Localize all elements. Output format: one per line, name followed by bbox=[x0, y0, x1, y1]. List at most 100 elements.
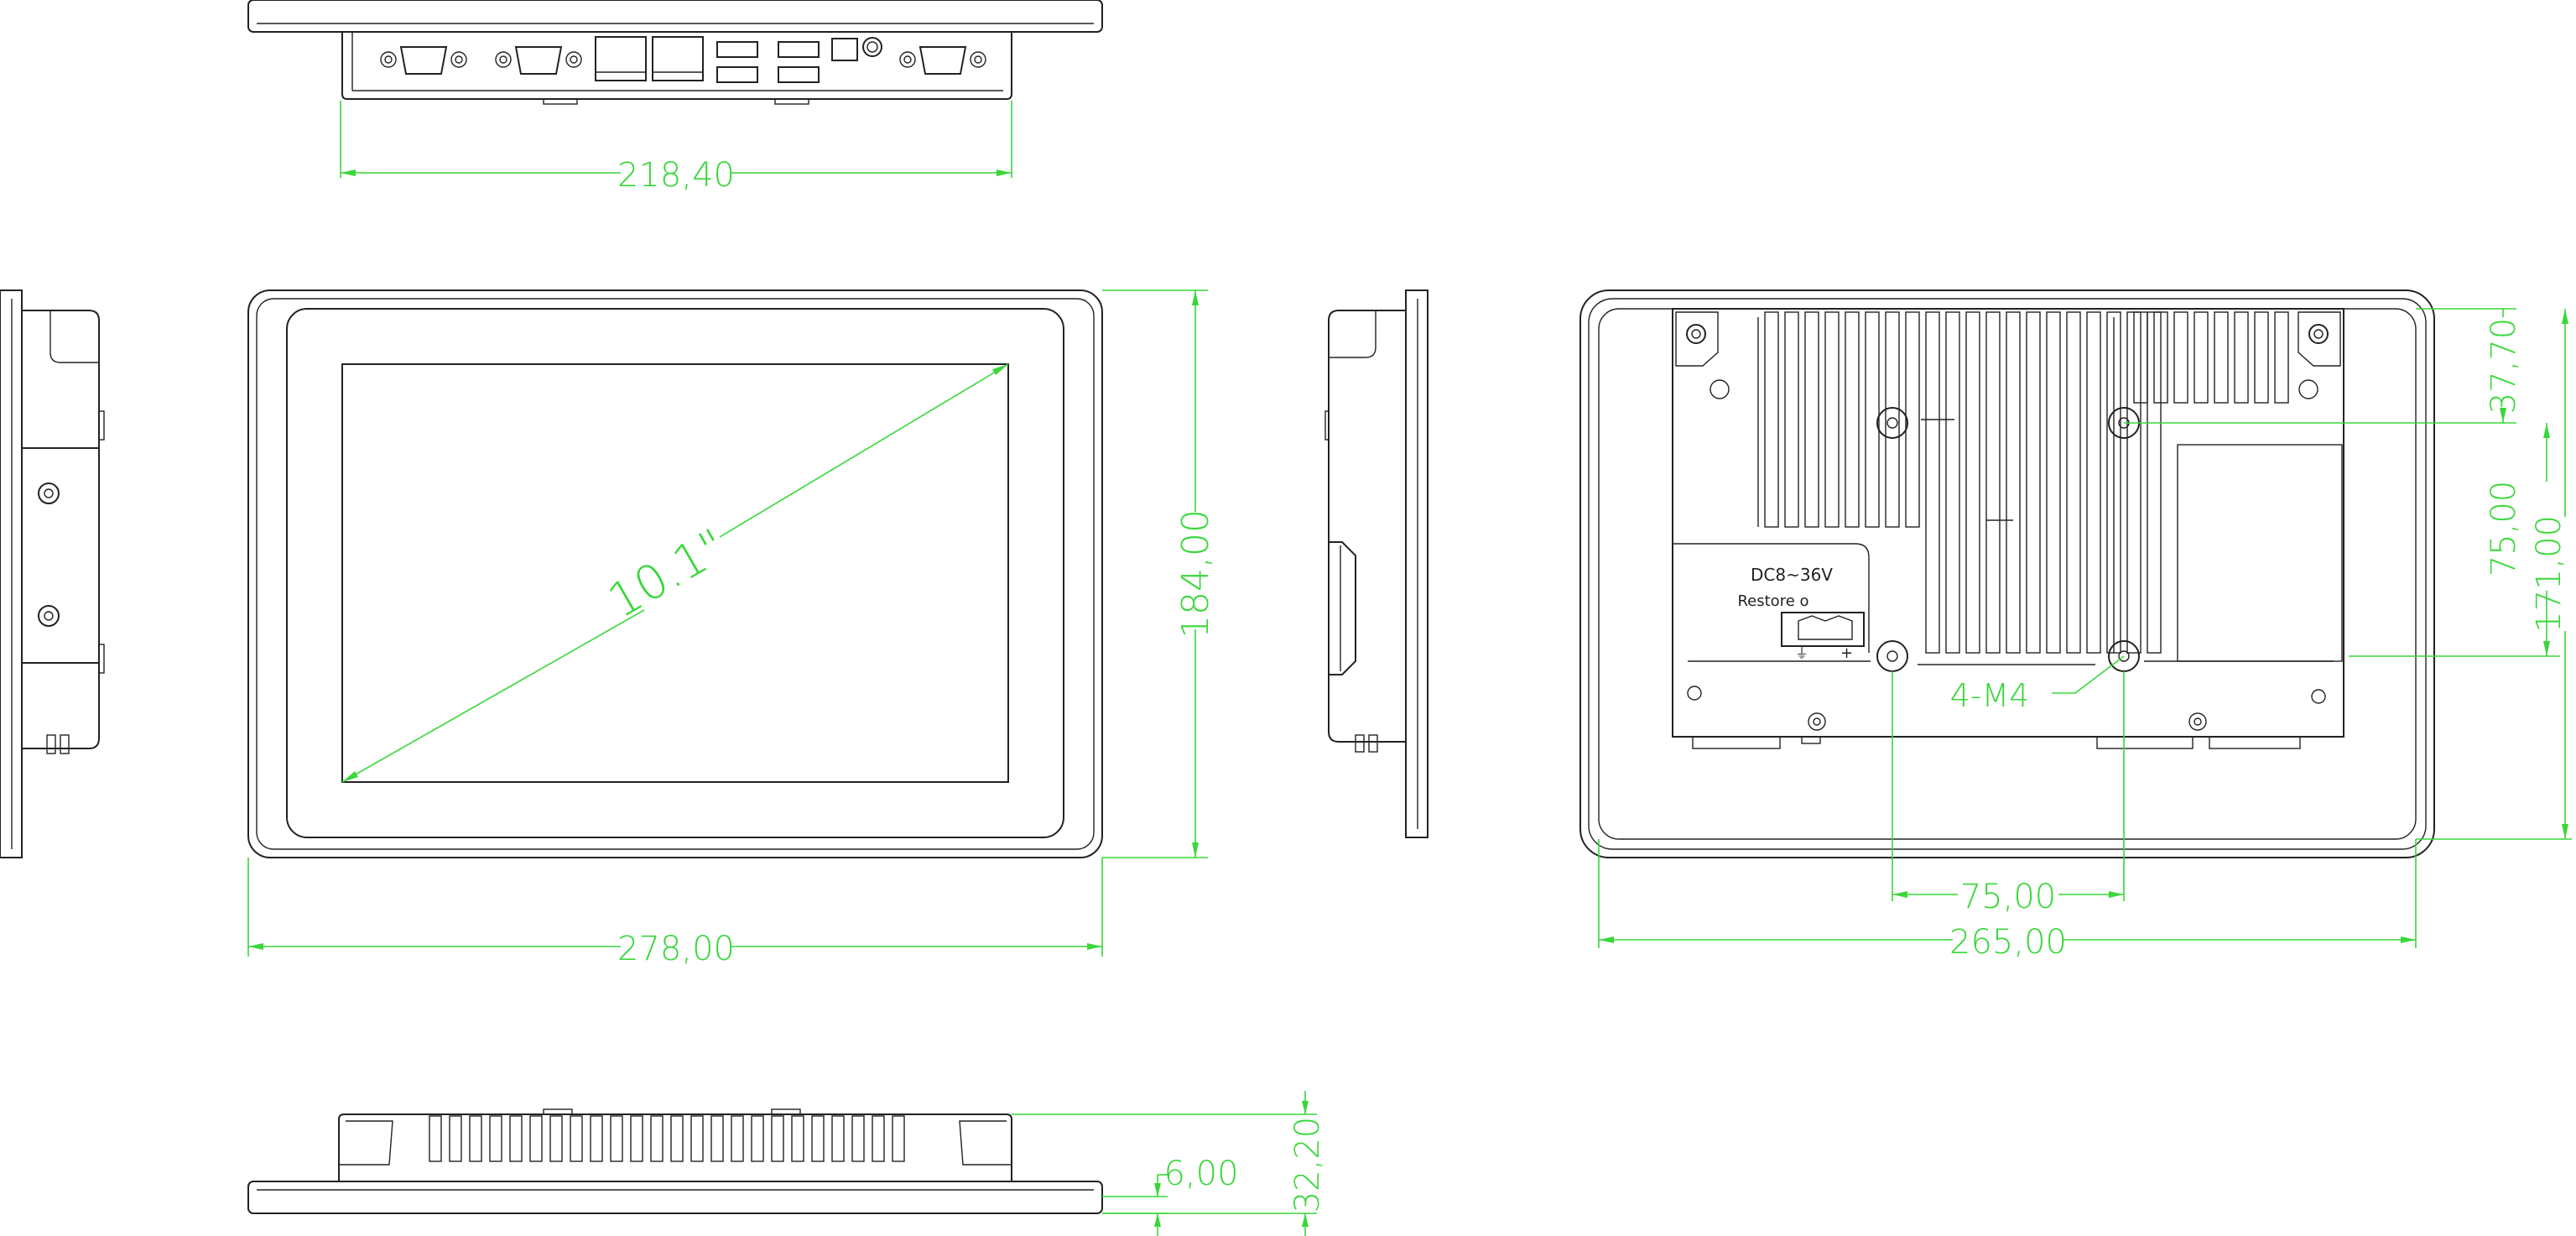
bottom-fin bbox=[449, 1115, 462, 1162]
dim-front-width: 278,00 bbox=[247, 858, 1103, 968]
corner-screws bbox=[1675, 311, 2341, 399]
bottom-fin bbox=[811, 1115, 825, 1162]
heatsink-fin bbox=[2066, 311, 2081, 654]
heatsink-fin bbox=[2173, 311, 2188, 404]
bottom-fin bbox=[650, 1115, 664, 1162]
bottom-fin bbox=[751, 1115, 764, 1162]
dim-rear-height: 171,00 bbox=[2416, 309, 2572, 840]
heatsink-fin bbox=[2254, 311, 2269, 404]
ethernet-port-1 bbox=[595, 36, 647, 81]
ethernet-port-2 bbox=[652, 36, 704, 81]
heatsink-fin bbox=[1804, 311, 1819, 528]
bottom-fin bbox=[690, 1115, 704, 1162]
bottom-fin bbox=[851, 1115, 865, 1162]
heatsink-fin bbox=[1764, 311, 1779, 528]
bottom-fin bbox=[731, 1115, 744, 1162]
dim-rear-vertical-spacing: 75,00 bbox=[2349, 423, 2560, 657]
bottom-fin bbox=[610, 1115, 623, 1162]
heatsink-fin bbox=[1985, 311, 2001, 654]
heatsink-fin bbox=[2214, 311, 2229, 404]
heatsink-fin bbox=[2194, 311, 2209, 404]
heatsink-fin bbox=[2006, 311, 2021, 654]
bottom-connector-strip bbox=[1672, 660, 2344, 749]
mount-hole-label: 4-M4 bbox=[1950, 677, 2030, 714]
usb-ports bbox=[716, 41, 820, 83]
power-terminal-area: DC8~36V Restore o ⏚ + bbox=[1673, 543, 1870, 662]
dim-diagonal: 10.1" bbox=[341, 363, 1009, 783]
heatsink-fins bbox=[1764, 311, 2289, 654]
dim-label-diagonal: 10.1" bbox=[599, 519, 736, 629]
dim-front-height: 184,00 bbox=[1102, 289, 1217, 858]
dim-bezel-thickness: 6,00 bbox=[1102, 1155, 1239, 1236]
heatsink-fin bbox=[2274, 311, 2289, 404]
bottom-fin bbox=[529, 1115, 543, 1162]
dim-label-rear-upper-offset: 37,70 bbox=[2485, 318, 2523, 415]
heatsink-fin bbox=[1865, 311, 1880, 528]
serial-port-3 bbox=[899, 46, 986, 75]
top-view: 218,40 bbox=[247, 0, 1103, 195]
rear-view: DC8~36V Restore o ⏚ + 4-M4 bbox=[1579, 289, 2572, 962]
switch bbox=[831, 38, 858, 61]
bottom-fin bbox=[710, 1115, 724, 1162]
dim-label-rear-hole-spacing: 75,00 bbox=[1960, 878, 2057, 916]
heatsink-fin bbox=[1824, 311, 1840, 528]
bottom-fin bbox=[872, 1115, 885, 1162]
heatsink-fin bbox=[1925, 311, 1940, 654]
dim-label-front-width: 278,00 bbox=[617, 930, 735, 968]
svg-text:⏚: ⏚ bbox=[1795, 645, 1808, 661]
svg-text:+: + bbox=[1840, 644, 1853, 662]
heatsink-fin bbox=[1784, 311, 1799, 528]
bottom-fin bbox=[590, 1115, 603, 1162]
heatsink-fin bbox=[2234, 311, 2249, 404]
heatsink-fin bbox=[2086, 311, 2101, 654]
dim-label-rear-width: 265,00 bbox=[1949, 923, 2067, 962]
power-terminal bbox=[1781, 612, 1865, 647]
bottom-heatsink-fins bbox=[429, 1115, 905, 1162]
bottom-fin bbox=[892, 1115, 905, 1162]
heatsink-fin bbox=[2026, 311, 2041, 654]
dim-rear-width: 265,00 bbox=[1598, 839, 2417, 962]
dim-rear-hole-spacing: 75,00 bbox=[1892, 671, 2125, 916]
left-side-view bbox=[0, 289, 105, 858]
bottom-view: 6,00 32,20 bbox=[247, 1091, 1327, 1236]
display-area bbox=[341, 363, 1009, 783]
heatsink-fin bbox=[2153, 311, 2168, 404]
heatsink-fin bbox=[1965, 311, 1980, 654]
heatsink-fin bbox=[1845, 311, 1860, 528]
power-jack bbox=[862, 37, 882, 57]
bottom-fin bbox=[771, 1115, 784, 1162]
power-input-label: DC8~36V bbox=[1751, 565, 1833, 585]
heatsink-fin bbox=[1905, 311, 1920, 528]
dim-top-width: 218,40 bbox=[340, 101, 1012, 195]
serial-port-1 bbox=[380, 46, 467, 75]
bottom-fin bbox=[429, 1115, 442, 1162]
bottom-fin bbox=[570, 1115, 583, 1162]
dim-label-total-depth: 32,20 bbox=[1288, 1117, 1327, 1213]
dim-label-front-height: 184,00 bbox=[1174, 509, 1217, 639]
bottom-fin bbox=[630, 1115, 643, 1162]
bottom-fin bbox=[549, 1115, 563, 1162]
rear-panel bbox=[2177, 444, 2343, 662]
right-side-view bbox=[1324, 289, 1429, 838]
dim-label-rear-vertical-spacing: 75,00 bbox=[2485, 481, 2523, 577]
heatsink-fin bbox=[1885, 311, 1900, 528]
mount-hole-callout: 4-M4 bbox=[1950, 655, 2125, 714]
serial-port-2 bbox=[495, 46, 582, 75]
dim-total-depth: 32,20 bbox=[1012, 1091, 1327, 1236]
dim-label-top-width: 218,40 bbox=[617, 156, 735, 195]
heatsink-fin bbox=[2133, 311, 2148, 404]
heatsink-fin bbox=[2046, 311, 2061, 654]
bottom-fin bbox=[670, 1115, 684, 1162]
dim-rear-upper-offset: 37,70 bbox=[2124, 308, 2523, 424]
front-view: 10.1" 184,00 278,00 bbox=[247, 289, 1217, 968]
bottom-fin bbox=[831, 1115, 845, 1162]
dim-label-rear-height: 171,00 bbox=[2530, 515, 2568, 633]
restore-label: Restore o bbox=[1737, 592, 1808, 610]
heatsink-fin bbox=[1945, 311, 1960, 654]
dim-label-bezel-thickness: 6,00 bbox=[1163, 1155, 1238, 1193]
bottom-fin bbox=[489, 1115, 502, 1162]
bottom-fin bbox=[469, 1115, 482, 1162]
bottom-fin bbox=[791, 1115, 804, 1162]
vesa-mount-holes bbox=[1876, 407, 2140, 672]
